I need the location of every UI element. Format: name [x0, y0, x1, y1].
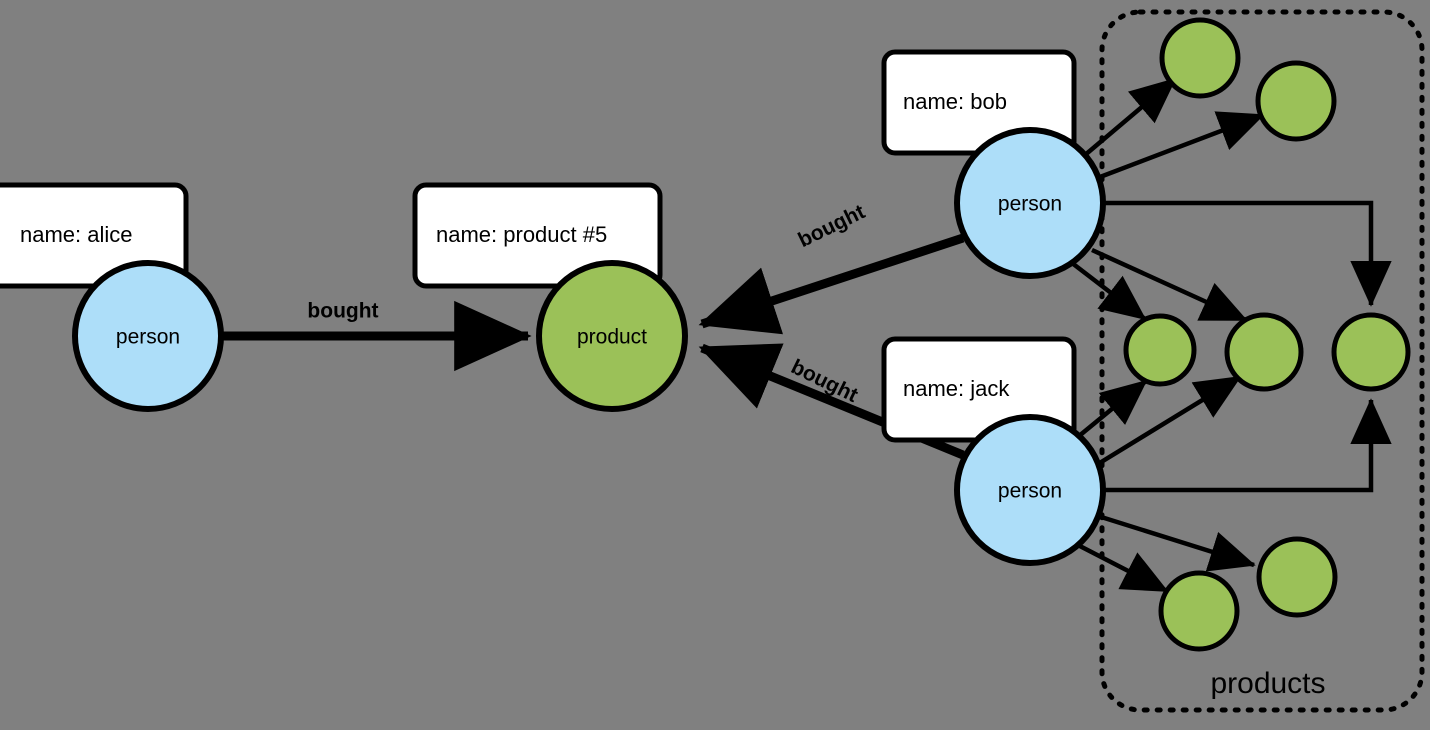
callout-group: name: alice name: product #5 name: bob n… [0, 49, 1077, 443]
edge-group-products [1070, 77, 1392, 593]
callout-alice-text: name: alice [20, 222, 133, 247]
product-node-p2[interactable] [1255, 60, 1337, 142]
callout-product-text: name: product #5 [436, 222, 607, 247]
edge-label-bob-product: bought [795, 200, 869, 252]
product-node-p7[interactable] [1256, 536, 1338, 618]
edge-jack-p4 [1096, 375, 1242, 466]
main-node-group: person product person person [72, 127, 1106, 566]
edge-bob-p1 [1083, 77, 1177, 157]
node-bob-label: person [998, 193, 1062, 216]
node-jack-circle[interactable] [954, 414, 1106, 566]
edge-jack-p5 [1103, 398, 1392, 493]
edge-bob-p4 [1091, 247, 1248, 323]
callout-jack-text: name: jack [903, 376, 1010, 401]
product-node-p5[interactable] [1331, 312, 1411, 392]
node-jack-label: person [998, 480, 1062, 503]
callout-product: name: product #5 [412, 182, 663, 289]
edge-jack-p7 [1097, 513, 1256, 572]
products-cluster-label: products [1210, 667, 1325, 700]
node-jack[interactable]: person [954, 414, 1106, 566]
edge-jack-p6 [1072, 541, 1169, 593]
node-bob[interactable]: person [954, 127, 1106, 279]
product-node-p6[interactable] [1158, 570, 1240, 652]
edge-bob-p2 [1099, 111, 1265, 180]
node-product5-label: product [577, 326, 647, 349]
node-bob-circle[interactable] [954, 127, 1106, 279]
product-node-group [1123, 17, 1411, 652]
callout-bob-text: name: bob [903, 89, 1007, 114]
edge-bob-p5 [1103, 200, 1392, 307]
edge-bob-product [698, 233, 965, 335]
edge-label-alice-product: bought [307, 300, 378, 323]
node-alice-label: person [116, 326, 180, 349]
product-node-p3[interactable] [1123, 313, 1197, 387]
node-product5[interactable]: product [536, 260, 688, 412]
node-alice[interactable]: person [72, 260, 224, 412]
product-node-p4[interactable] [1224, 312, 1304, 392]
edge-jack-p3 [1077, 379, 1148, 438]
products-cluster-border [1099, 9, 1425, 713]
node-product5-circle[interactable] [536, 260, 688, 412]
edge-bob-p3 [1070, 261, 1147, 321]
node-alice-circle[interactable] [72, 260, 224, 412]
product-node-p1[interactable] [1159, 17, 1241, 99]
